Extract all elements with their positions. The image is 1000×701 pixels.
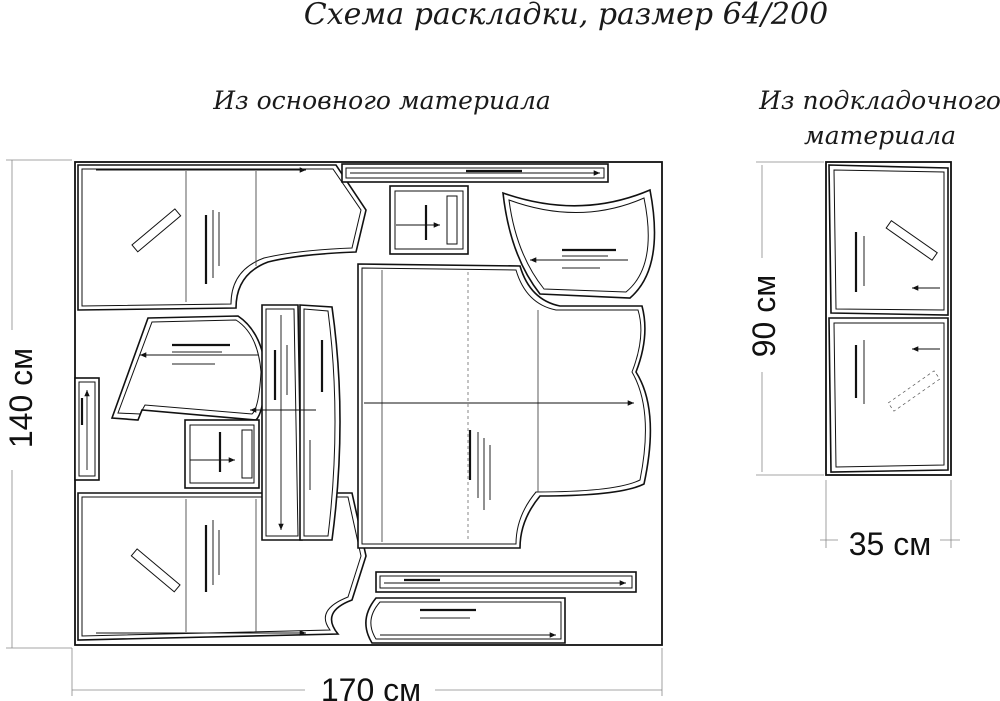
pattern-piece-back — [357, 263, 652, 549]
lining-height-label: 90 см — [746, 275, 782, 357]
piece-text-block — [204, 520, 220, 592]
pattern-piece-pocket-mid — [184, 419, 260, 489]
main-height-dimension: 140 см — [3, 159, 72, 649]
pattern-piece-facing-1 — [261, 304, 303, 541]
lining-piece-top — [828, 164, 949, 316]
lining-piece-bottom — [828, 317, 949, 473]
main-width-dimension: 170 см — [71, 648, 663, 701]
pattern-piece-front-top — [77, 164, 367, 311]
pattern-piece-yoke — [502, 188, 656, 299]
pattern-piece-facing-2 — [250, 304, 341, 541]
main-fabric-label: Из основного материала — [212, 86, 551, 115]
layout-title: Схема раскладки, размер 64/200 — [304, 0, 828, 32]
lining-width-dimension: 35 см — [820, 480, 960, 562]
pattern-piece-small-strip — [74, 377, 100, 481]
lining-height-dimension: 90 см — [746, 161, 824, 476]
lining-width-label: 35 см — [849, 526, 931, 562]
pattern-piece-collar-strip-top — [341, 163, 609, 183]
lining-label-line2: материала — [804, 121, 956, 150]
main-fabric-sheet: 140 см 170 см — [3, 159, 663, 701]
pattern-piece-flap — [365, 597, 566, 644]
pattern-piece-pocket-top — [389, 185, 469, 255]
lining-sheet: 90 см 35 см — [746, 161, 960, 562]
pattern-piece-collar-strip-bottom — [375, 571, 637, 593]
main-width-label: 170 см — [321, 672, 421, 701]
main-height-label: 140 см — [3, 348, 39, 448]
lining-label-line1: Из подкладочного — [758, 86, 1000, 115]
piece-text-block — [204, 210, 220, 284]
